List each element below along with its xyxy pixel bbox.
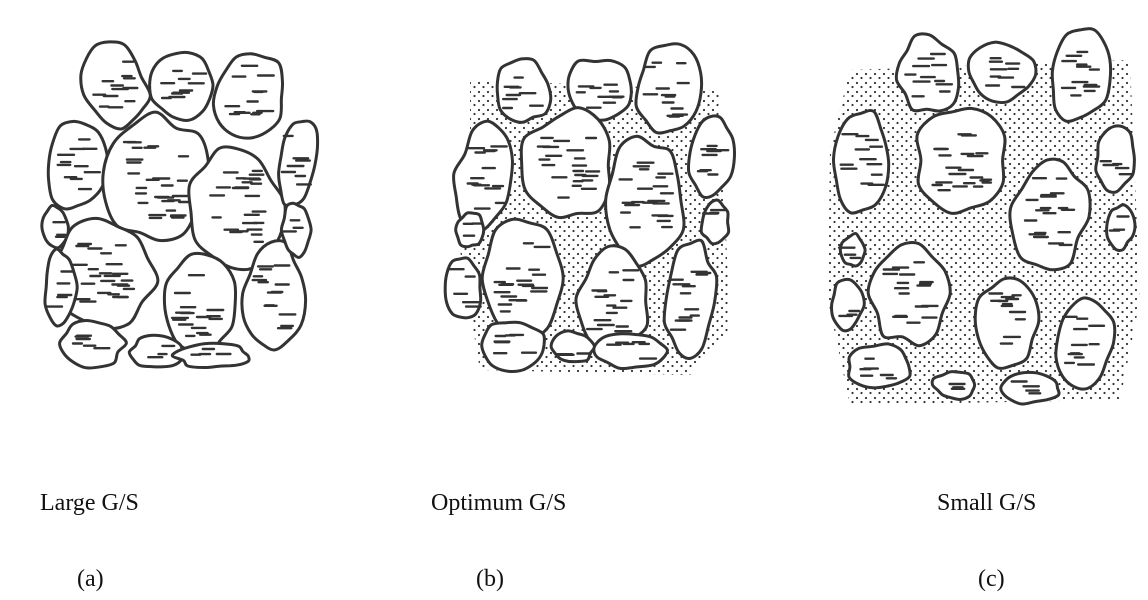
label-a: (a): [77, 566, 104, 593]
label-c: (c): [978, 566, 1005, 593]
grain-packing-diagram: [0, 0, 1148, 450]
caption-small-gs: Small G/S: [937, 490, 1036, 517]
panel-c-grain-10: [975, 278, 1039, 368]
panel-b-grain-1: [497, 59, 551, 123]
panel-c-grain-5: [917, 108, 1005, 213]
panel-b-grain-14: [482, 322, 545, 371]
panel-a-grain-7: [279, 121, 318, 206]
panel-a-grain-2: [150, 52, 213, 120]
panel-a-grain-15: [129, 335, 182, 367]
panel-b-particles: [445, 44, 734, 375]
panel-a-particles: [42, 42, 318, 368]
panel-b-grain-12: [445, 258, 481, 318]
caption-large-gs: Large G/S: [40, 490, 139, 517]
panel-c-grain-4: [833, 110, 888, 213]
panel-c-grain-14: [849, 344, 911, 388]
caption-optimum-gs: Optimum G/S: [431, 490, 566, 517]
panel-c-grain-16: [1001, 372, 1059, 404]
panel-c-particles: [828, 29, 1140, 405]
label-b: (b): [476, 566, 504, 593]
